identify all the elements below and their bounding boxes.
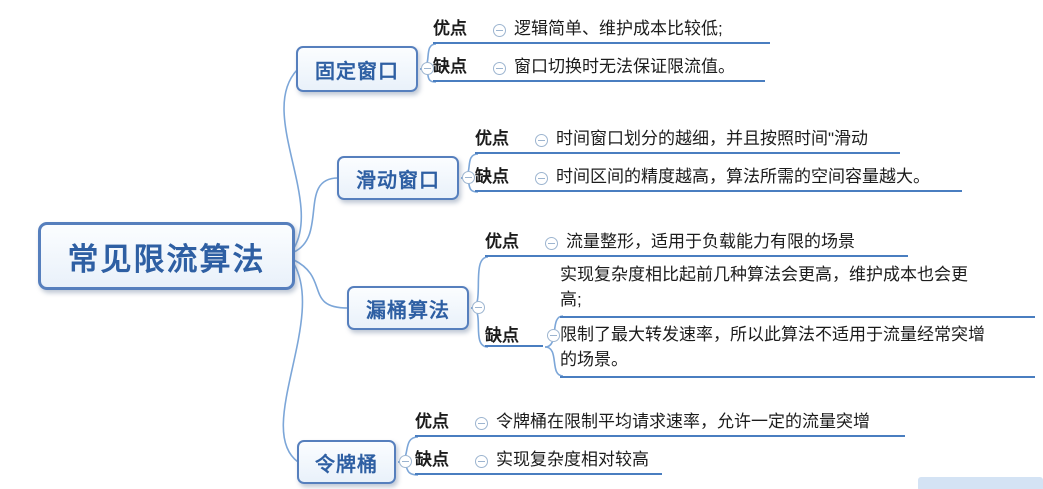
root-node-label: 常见限流算法 (67, 241, 266, 277)
collapse-icon[interactable] (475, 455, 488, 468)
collapse-icon[interactable] (421, 62, 434, 75)
cons-label: 缺点 (415, 450, 449, 469)
cons-text: 限制了最大转发速率，所以此算法不适用于流量经常突增的场景。 (560, 325, 985, 369)
topic-row-leaky-bucket-pros[interactable]: 优点 流量整形，适用于负载能力有限的场景 (485, 231, 908, 257)
pros-label: 优点 (433, 19, 467, 38)
edge-b3-cons-item2 (544, 346, 564, 377)
collapse-icon[interactable] (535, 172, 548, 185)
watermark (918, 477, 1043, 489)
edge-root-fixed-window (283, 69, 303, 249)
collapse-icon[interactable] (493, 24, 506, 37)
topic-leaky-bucket-cons-item-1[interactable]: 实现复杂度相比起前几种算法会更高，维护成本也会更高; (560, 262, 1035, 318)
topic-row-sliding-window-pros[interactable]: 优点 时间窗口划分的越细，并且按照时间"滑动 (475, 128, 900, 154)
collapse-icon[interactable] (475, 417, 488, 430)
pros-text: 令牌桶在限制平均请求速率，允许一定的流量突增 (496, 412, 870, 431)
cons-text: 实现复杂度相对较高 (496, 450, 649, 469)
collapse-icon[interactable] (472, 301, 485, 314)
topic-row-sliding-window-cons[interactable]: 缺点 时间区间的精度越高，算法所需的空间容量越大。 (475, 166, 962, 192)
cons-text: 窗口切换时无法保证限流值。 (514, 57, 735, 76)
root-node[interactable]: 常见限流算法 (38, 222, 295, 290)
topic-row-token-bucket-cons[interactable]: 缺点 实现复杂度相对较高 (415, 449, 662, 475)
cons-label: 缺点 (475, 167, 509, 186)
branch-node-label: 固定窗口 (315, 60, 399, 83)
collapse-icon[interactable] (547, 329, 560, 342)
pros-text: 流量整形，适用于负载能力有限的场景 (566, 232, 855, 251)
pros-label: 优点 (475, 129, 509, 148)
edge-root-sliding-window (293, 177, 339, 253)
edge-root-token-bucket (282, 263, 304, 463)
collapse-icon[interactable] (462, 171, 475, 184)
cons-text: 实现复杂度相比起前几种算法会更高，维护成本也会更高; (560, 265, 968, 309)
pros-text: 时间窗口划分的越细，并且按照时间"滑动 (556, 129, 869, 148)
topic-row-fixed-window-cons[interactable]: 缺点 窗口切换时无法保证限流值。 (433, 56, 765, 82)
pros-text: 逻辑简单、维护成本比较低; (514, 19, 723, 38)
collapse-icon[interactable] (399, 455, 412, 468)
topic-row-token-bucket-pros[interactable]: 优点 令牌桶在限制平均请求速率，允许一定的流量突增 (415, 411, 905, 437)
pros-label: 优点 (485, 232, 519, 251)
branch-node-label: 漏桶算法 (366, 299, 450, 322)
branch-node-sliding-window[interactable]: 滑动窗口 (337, 156, 459, 200)
branch-node-label: 滑动窗口 (356, 169, 440, 192)
branch-node-token-bucket[interactable]: 令牌桶 (297, 440, 396, 484)
cons-text: 时间区间的精度越高，算法所需的空间容量越大。 (556, 167, 930, 186)
collapse-icon[interactable] (545, 237, 558, 250)
collapse-icon[interactable] (535, 134, 548, 147)
branch-node-fixed-window[interactable]: 固定窗口 (296, 46, 418, 92)
cons-label: 缺点 (433, 57, 467, 76)
cons-label: 缺点 (485, 326, 519, 345)
edge-root-leaky-bucket (293, 259, 349, 309)
topic-leaky-bucket-cons-item-2[interactable]: 限制了最大转发速率，所以此算法不适用于流量经常突增的场景。 (560, 322, 1035, 378)
topic-leaky-bucket-cons-label[interactable]: 缺点 (485, 321, 543, 347)
branch-node-label: 令牌桶 (315, 453, 378, 476)
topic-row-fixed-window-pros[interactable]: 优点 逻辑简单、维护成本比较低; (433, 18, 770, 44)
pros-label: 优点 (415, 412, 449, 431)
collapse-icon[interactable] (493, 62, 506, 75)
branch-node-leaky-bucket[interactable]: 漏桶算法 (347, 286, 469, 330)
